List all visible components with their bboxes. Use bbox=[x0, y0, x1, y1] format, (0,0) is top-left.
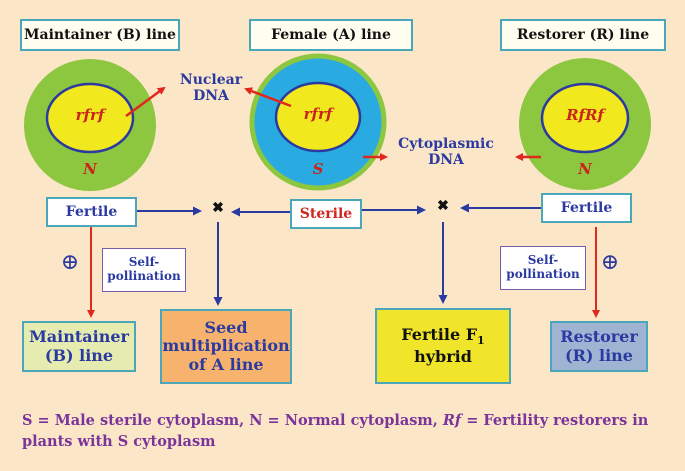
self-symbol-left: ⊕ bbox=[60, 250, 80, 275]
sterile-box: Sterile bbox=[290, 199, 362, 229]
restorer-nucleus bbox=[540, 82, 630, 154]
legend-rf: Rf bbox=[442, 412, 462, 429]
maintainer-header: Maintainer (B) line bbox=[20, 19, 180, 51]
fertile-box-right: Fertile bbox=[541, 193, 632, 223]
maintainer-nucleus bbox=[45, 82, 135, 154]
hybrid-title: Fertile F1 bbox=[401, 324, 485, 348]
restorer-header: Restorer (R) line bbox=[500, 19, 666, 51]
self-symbol-right: ⊕ bbox=[600, 250, 620, 275]
legend: S = Male sterile cytoplasm, N = Normal c… bbox=[22, 410, 667, 452]
restorer-outcome-box: Restorer (R) line bbox=[550, 321, 648, 372]
self-pollination-box-left: Self-pollination bbox=[102, 248, 186, 292]
restorer-genotype: RfRf bbox=[566, 106, 604, 124]
female-nucleus bbox=[274, 81, 362, 153]
cytoplasmic-dna-label: Cytoplasmic DNA bbox=[398, 136, 494, 169]
hybrid-main-text: Fertile F bbox=[401, 324, 478, 344]
female-header: Female (A) line bbox=[249, 19, 413, 51]
fertile-box-left: Fertile bbox=[46, 197, 137, 227]
cross-symbol-right: ✖ bbox=[437, 198, 449, 214]
legend-part2: = Fertility restorers in plants with S c… bbox=[22, 412, 649, 451]
maintainer-cytoplasm-label: N bbox=[83, 160, 97, 178]
maintainer-outcome-box: Maintainer (B) line bbox=[22, 321, 136, 372]
nuclear-arrow-female bbox=[244, 87, 292, 108]
cross-symbol-left: ✖ bbox=[212, 200, 224, 216]
legend-part1: S = Male sterile cytoplasm, N = Normal c… bbox=[22, 412, 443, 429]
hybrid-rest-text: hybrid bbox=[414, 346, 472, 366]
hybrid-subscript: 1 bbox=[477, 334, 485, 348]
seed-multiplication-box: Seed multiplication of A line bbox=[160, 309, 292, 384]
female-cytoplasm-label: S bbox=[312, 160, 324, 178]
self-pollination-box-right: Self-pollination bbox=[500, 246, 586, 290]
nuclear-dna-label: Nuclear DNA bbox=[179, 72, 243, 105]
maintainer-genotype: rfrf bbox=[75, 106, 105, 124]
nuclear-arrow-maintainer bbox=[125, 86, 166, 118]
fertile-f1-hybrid-box: Fertile F1 hybrid bbox=[375, 308, 511, 384]
restorer-cytoplasm-label: N bbox=[578, 160, 592, 178]
female-genotype: rfrf bbox=[303, 105, 333, 123]
